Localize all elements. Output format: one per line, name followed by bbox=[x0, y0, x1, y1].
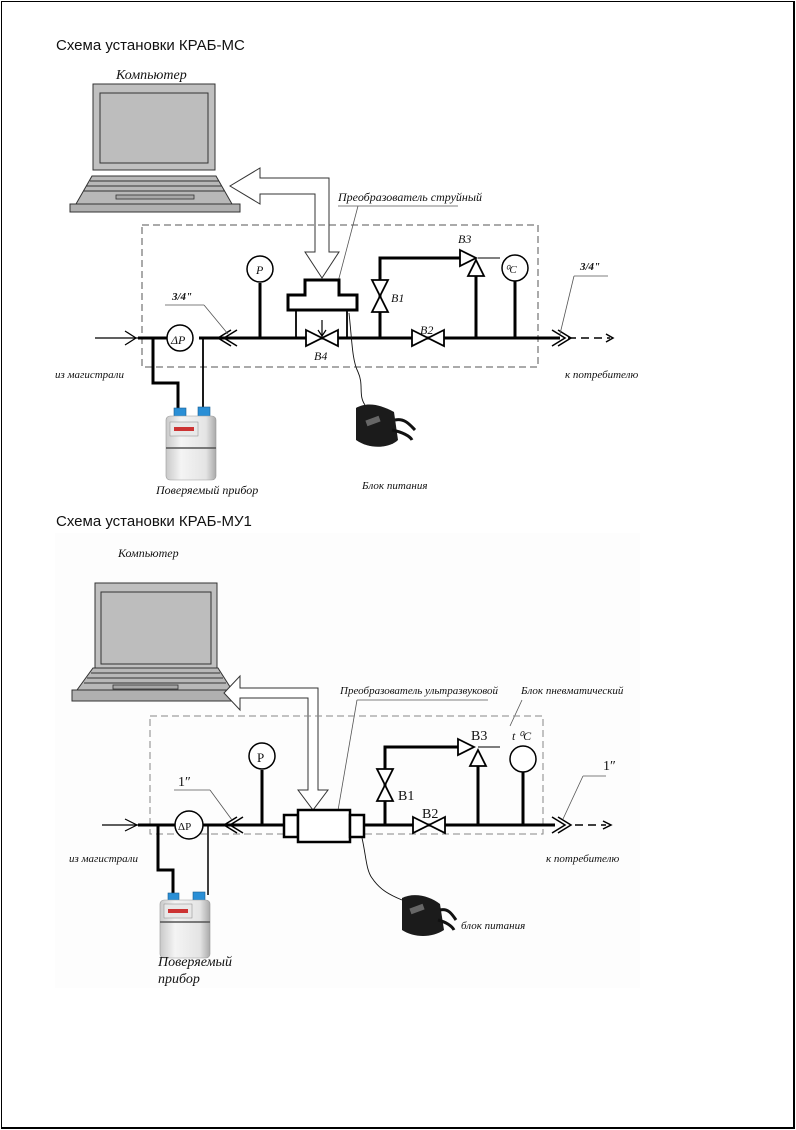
gas-meter-image bbox=[165, 406, 217, 481]
outlet-label: к потребителю bbox=[546, 853, 619, 865]
valve-b3-label: В3 bbox=[471, 729, 487, 744]
valve-b4-label: В4 bbox=[314, 349, 327, 363]
outlet-size-label: 1″ bbox=[603, 759, 616, 774]
valve-b1-label: В1 bbox=[398, 789, 414, 804]
computer-label: Компьютер bbox=[117, 546, 179, 560]
svg-text:ΔP: ΔP bbox=[170, 333, 186, 347]
temperature-gauge: ⁰C bbox=[501, 254, 529, 338]
inlet-coupling-icon bbox=[222, 816, 244, 834]
computer-label: Компьютер bbox=[115, 68, 187, 83]
data-arrow bbox=[229, 167, 340, 279]
transducer-label: Преобразователь струйный bbox=[337, 190, 482, 204]
valve-b3-icon bbox=[459, 248, 500, 338]
svg-text:ΔP: ΔP bbox=[178, 821, 191, 833]
power-supply-image bbox=[356, 404, 417, 447]
outlet-size-label: 3/4" bbox=[579, 261, 600, 273]
temperature-gauge: t ⁰C bbox=[509, 729, 537, 825]
power-supply-label: блок питания bbox=[461, 920, 525, 932]
diff-pressure-gauge: ΔP bbox=[166, 324, 194, 352]
pneumatic-block-outline bbox=[141, 224, 539, 368]
svg-text:P: P bbox=[255, 263, 264, 277]
svg-text:⁰C: ⁰C bbox=[505, 264, 517, 276]
valve-b1-icon bbox=[375, 768, 395, 802]
inlet-size-label: 1″ bbox=[178, 775, 191, 790]
jet-transducer bbox=[286, 278, 359, 338]
diff-pressure-gauge: ΔP bbox=[174, 810, 204, 840]
ultrasonic-transducer bbox=[282, 808, 366, 844]
valve-b3-label: В3 bbox=[458, 232, 471, 246]
diagram-krab-mu1: Компьютер Преобразователь ультразвуковой… bbox=[55, 533, 640, 988]
valve-b2-label: В2 bbox=[420, 323, 433, 337]
inlet-size-label: 3/4" bbox=[171, 291, 192, 303]
valve-b1-label: В1 bbox=[391, 291, 404, 305]
meter-label-line2: прибор bbox=[158, 972, 200, 987]
section-heading-krab-mu1: Схема установки КРАБ-МУ1 bbox=[56, 513, 252, 530]
gas-meter-image bbox=[159, 891, 211, 959]
outlet-coupling-icon bbox=[551, 816, 573, 834]
laptop-icon bbox=[71, 582, 235, 702]
pressure-gauge: P bbox=[246, 255, 274, 338]
outlet-label: к потребителю bbox=[565, 369, 638, 381]
power-cable bbox=[348, 312, 366, 406]
pneumatic-block-label: Блок пневматический bbox=[520, 685, 624, 697]
valve-b2-icon bbox=[412, 815, 446, 835]
meter-label-line1: Поверяемый bbox=[157, 955, 232, 970]
power-supply-image bbox=[402, 895, 458, 936]
power-cable bbox=[361, 837, 403, 901]
inlet-label: из магистрали bbox=[55, 369, 124, 381]
valve-b1-icon bbox=[370, 279, 390, 313]
outlet-coupling-icon bbox=[551, 329, 573, 347]
diagram-krab-ms: Компьютер Преобразователь струйный bbox=[55, 68, 638, 497]
valve-b4-icon bbox=[305, 320, 339, 348]
laptop-icon bbox=[69, 83, 241, 213]
valve-b2-icon bbox=[411, 328, 445, 348]
svg-text:P: P bbox=[257, 750, 264, 765]
meter-label: Поверяемый прибор bbox=[155, 483, 258, 497]
pressure-gauge: P bbox=[248, 742, 276, 825]
transducer-label: Преобразователь ультразвуковой bbox=[339, 685, 499, 697]
valve-b2-label: В2 bbox=[422, 807, 438, 822]
data-arrow bbox=[223, 674, 329, 811]
svg-text:t ⁰C: t ⁰C bbox=[512, 729, 532, 743]
inlet-label: из магистрали bbox=[69, 853, 138, 865]
section-heading-krab-ms: Схема установки КРАБ-МС bbox=[56, 37, 245, 54]
power-supply-label: Блок питания bbox=[361, 480, 427, 492]
valve-b3-icon bbox=[457, 737, 500, 825]
